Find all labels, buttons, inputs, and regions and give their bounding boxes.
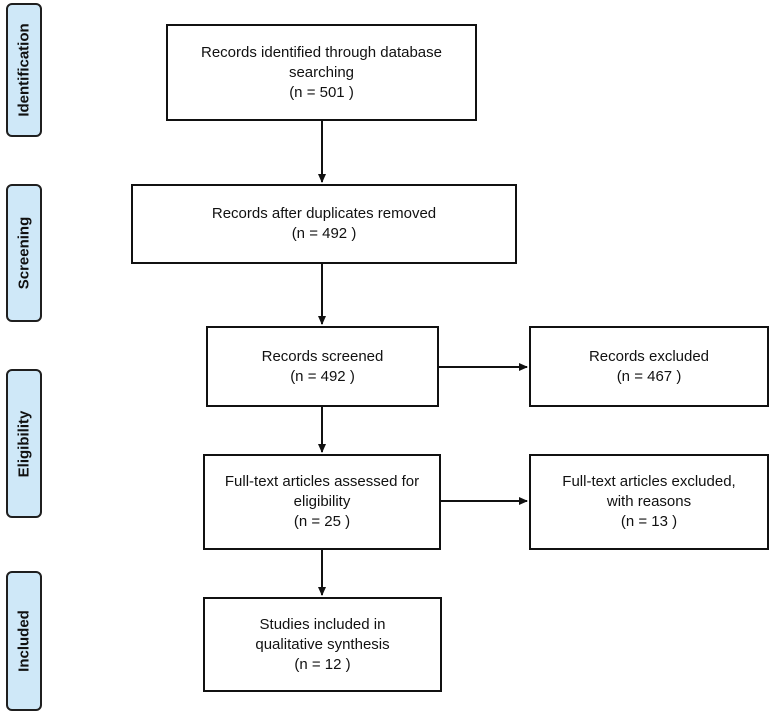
fulltext-assessed-box: Full-text articles assessed for eligibil… [203,454,441,550]
phase-identification-label: Identification [15,23,33,117]
duplicates-removed-line-1: Records after duplicates removed [211,205,437,222]
records-screened-box: Records screened (n = 492 ) [206,326,439,407]
fulltext-excluded-box: Full-text articles excluded, with reason… [529,454,769,550]
records-identified-line-2: searching [288,63,355,81]
phase-eligibility-label: Eligibility [15,410,33,477]
duplicates-removed-box: Records after duplicates removed (n = 49… [131,184,517,264]
fulltext-excluded-count: (n = 13 ) [620,513,678,530]
phase-included-label: Included [15,610,33,672]
records-screened-line-1: Records screened [261,347,384,365]
duplicates-removed-count: (n = 492 ) [291,225,357,242]
phase-identification: Identification [6,3,42,137]
phase-included: Included [6,571,42,711]
records-screened-count: (n = 492 ) [290,367,355,385]
fulltext-excluded-line-1: Full-text articles excluded, [562,473,736,490]
records-excluded-count: (n = 467 ) [616,367,682,385]
records-identified-box: Records identified through database sear… [166,24,477,121]
records-excluded-line-1: Records excluded [588,347,710,365]
records-excluded-box: Records excluded (n = 467 ) [529,326,769,407]
studies-included-line-1: Studies included in [259,615,386,633]
phase-screening-label: Screening [15,216,33,290]
studies-included-line-2: qualitative synthesis [255,635,390,653]
phase-eligibility: Eligibility [6,369,42,518]
fulltext-assessed-line-2: eligibility [293,493,351,510]
studies-included-count: (n = 12 ) [294,655,351,673]
phase-screening: Screening [6,184,42,322]
studies-included-box: Studies included in qualitative synthesi… [203,597,442,692]
records-identified-count: (n = 501 ) [289,83,354,101]
fulltext-excluded-line-2: with reasons [606,493,692,510]
records-identified-line-1: Records identified through database [201,43,442,61]
fulltext-assessed-count: (n = 25 ) [293,513,351,530]
fulltext-assessed-line-1: Full-text articles assessed for [224,473,420,490]
